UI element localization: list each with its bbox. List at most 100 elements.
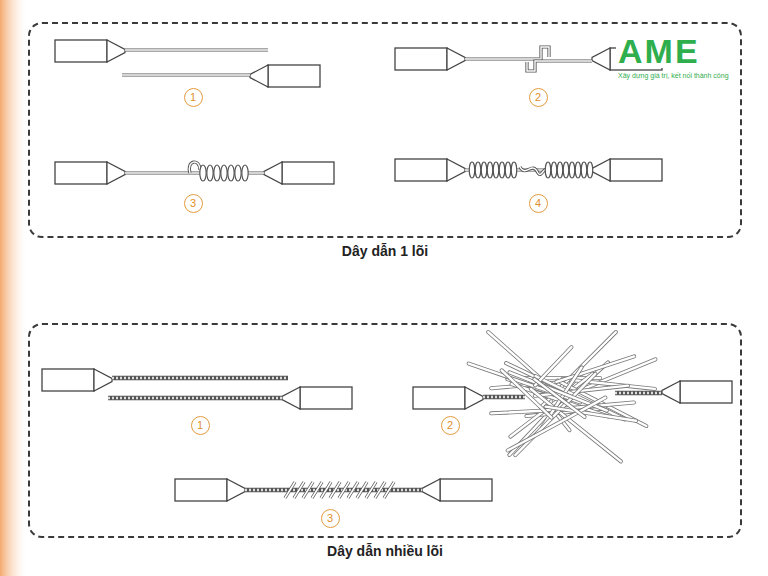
connector-plug: [175, 479, 227, 501]
callout-circle: 3: [321, 509, 340, 528]
wire-coil: [499, 162, 504, 178]
wire-coil: [242, 165, 248, 181]
wire-coil: [469, 162, 474, 178]
wire-coil: [505, 162, 510, 178]
strand-wrap: [366, 482, 376, 498]
plug-taper: [465, 387, 483, 409]
solid-wire: [465, 47, 549, 59]
wire-coil: [228, 165, 234, 181]
strand-wrap-core: [357, 482, 367, 498]
wire-strand: [535, 347, 571, 385]
strand-wrap-core: [375, 482, 385, 498]
connector-plug: [55, 40, 107, 62]
connector-plug: [42, 369, 94, 391]
plug-taper: [592, 48, 610, 70]
panel-caption: Dây dẫn 1 lõi: [30, 243, 740, 259]
stranded-wire-twist: [615, 392, 662, 395]
strand-wrap-core: [348, 482, 358, 498]
connector-plug: [440, 479, 492, 501]
plug-taper: [422, 479, 440, 501]
brand-logo: AME: [616, 34, 702, 68]
stranded-wire: [483, 395, 525, 400]
plug-taper: [592, 159, 610, 181]
brand-tagline: Xây dựng giá trị, kết nối thành công: [616, 72, 731, 80]
callout-number: 1: [190, 92, 196, 103]
wire-strand: [515, 374, 595, 455]
stranded-wire: [108, 396, 282, 401]
strand-wrap: [375, 482, 385, 498]
wire-coil: [587, 162, 592, 178]
solid-wire: [122, 73, 250, 76]
solid-wire: [527, 61, 592, 71]
stranded-wire-twist: [112, 377, 288, 380]
stranded-wire: [615, 391, 662, 396]
callout-number: 3: [190, 198, 196, 209]
callout-number: 1: [197, 420, 203, 431]
wire-coil: [575, 162, 580, 178]
strand-wrap: [312, 482, 322, 498]
plug-taper: [94, 369, 112, 391]
wire-coil: [487, 162, 492, 178]
wire-strand-core: [515, 374, 595, 455]
callout-number: 2: [447, 420, 453, 431]
connector-plug: [610, 159, 662, 181]
wire-strand: [546, 407, 636, 421]
strand-wrap: [285, 482, 295, 498]
wire-strand: [508, 398, 606, 451]
strand-wrap: [294, 482, 304, 498]
strand-wrap-core: [321, 482, 331, 498]
strand-wrap: [321, 482, 331, 498]
plug-taper: [447, 159, 465, 181]
wire-strand: [556, 356, 634, 381]
plug-taper: [107, 162, 125, 184]
strand-wrap: [303, 482, 313, 498]
strand-wrap-core: [384, 482, 394, 498]
wire-coil: [563, 162, 568, 178]
strand-wrap: [348, 482, 358, 498]
connector-plug: [395, 48, 447, 70]
wire-coil: [481, 162, 486, 178]
solid-wire-core: [189, 162, 200, 173]
wiring-panel: Dây dẫn nhiều lõi123: [28, 323, 742, 538]
plug-taper: [264, 162, 282, 184]
plug-taper: [227, 479, 245, 501]
solid-wire-core: [465, 47, 549, 59]
strand-wrap-core: [312, 482, 322, 498]
strand-wrap-core: [303, 482, 313, 498]
wire-strand-core: [508, 398, 606, 451]
wire-coil: [493, 162, 498, 178]
connector-plug: [55, 162, 107, 184]
strand-wrap: [339, 482, 349, 498]
solid-wire-core: [520, 167, 546, 174]
plug-taper: [282, 387, 300, 409]
wire-strand-core: [534, 379, 584, 417]
strand-wrap-core: [330, 482, 340, 498]
solid-wire-core: [527, 61, 592, 71]
wire-coil: [557, 162, 562, 178]
wire-strand: [534, 379, 584, 417]
strand-wrap: [384, 482, 394, 498]
strand-wrap-core: [285, 482, 295, 498]
connector-plug: [282, 162, 334, 184]
callout-circle: 1: [191, 416, 210, 435]
callout-number: 3: [327, 513, 333, 524]
plug-taper: [662, 381, 680, 403]
connector-plug: [268, 65, 320, 87]
solid-wire: [520, 167, 546, 174]
wire-coil: [200, 165, 206, 181]
strand-wrap: [357, 482, 367, 498]
strand-wrap-core: [366, 482, 376, 498]
wire-coil: [569, 162, 574, 178]
wire-coil: [511, 162, 516, 178]
callout-number: 2: [535, 92, 541, 103]
wire-coil: [545, 162, 550, 178]
plug-taper: [107, 40, 125, 62]
callout-circle: 1: [184, 88, 203, 107]
solid-wire-core: [125, 49, 268, 50]
panel-caption: Dây dẫn nhiều lõi: [30, 543, 740, 559]
side-strip: [0, 0, 26, 576]
strand-wrap: [330, 482, 340, 498]
solid-wire: [189, 162, 200, 173]
